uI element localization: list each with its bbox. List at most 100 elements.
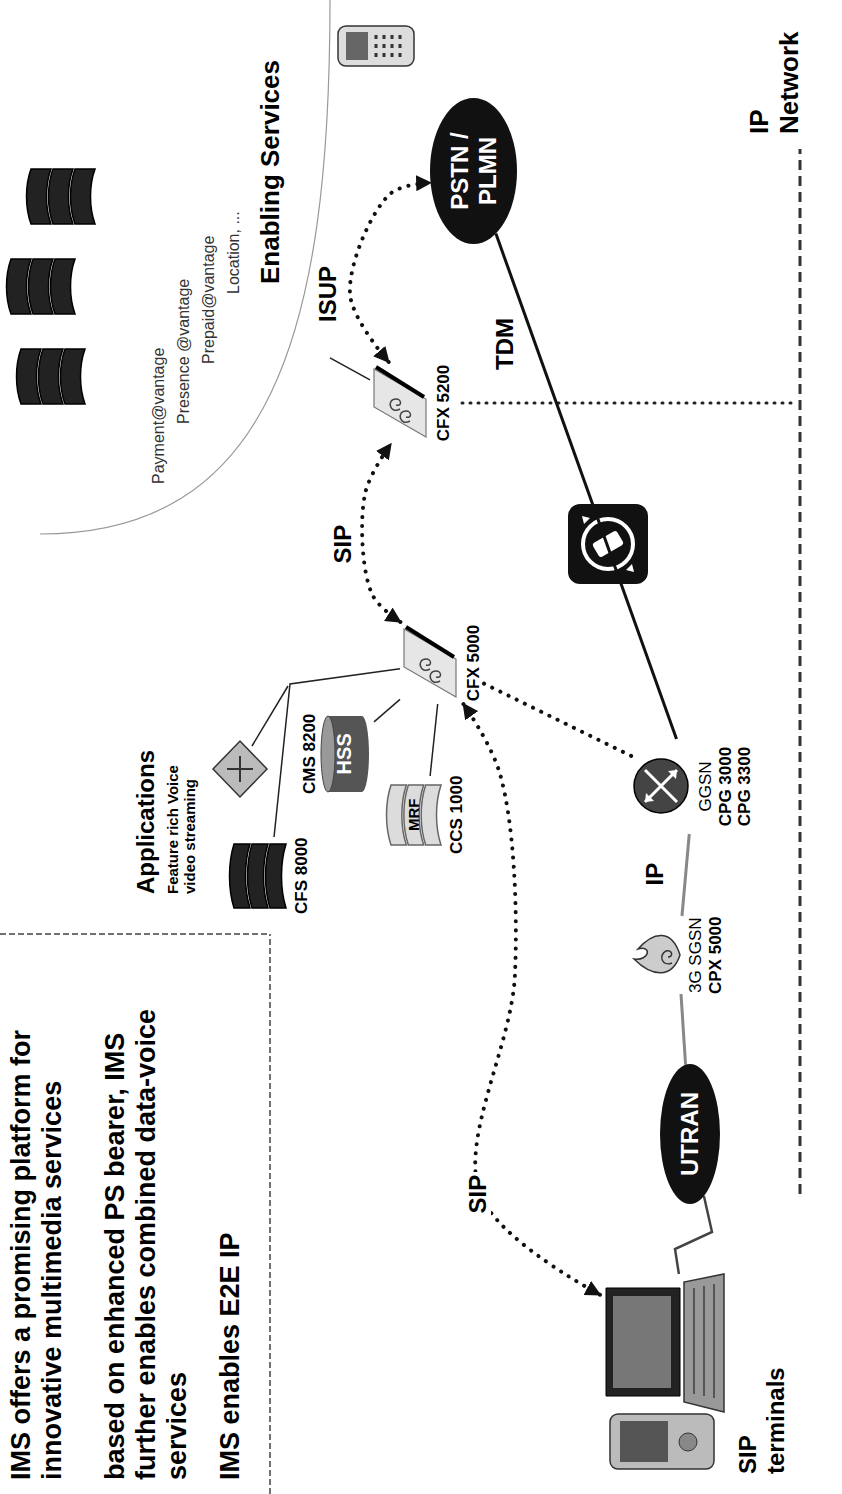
hss-database: CMS 8200 HSS [300,714,374,794]
phone-screen [346,32,368,60]
bearer-link [374,699,400,722]
bearer-link [330,358,370,380]
ip-network-line [799,149,802,1194]
server-slab [17,349,42,404]
node-text: CCS 1000 [447,776,467,854]
drawing-part [679,1433,697,1451]
node-icon [400,622,460,704]
drawing-part [355,716,369,792]
drawing-part [430,98,517,244]
bullet-text: IMS enables E2E IP [215,1232,246,1480]
bearer-link [681,994,686,1065]
node-text: UTRAN [676,1092,704,1176]
drawing-part [684,1274,724,1412]
node-icon [600,1274,730,1474]
node-text: CFX 5000 [464,625,484,702]
separator-line [0,933,270,935]
node-text: PSTN / PLMN [446,126,501,216]
drawing-part [613,1296,671,1388]
edge-label: TDM [492,315,518,373]
cfs-server: CFS 8000 [228,837,312,914]
bearer-link [496,234,677,739]
server-slab [71,169,96,224]
node-icon [632,757,692,817]
bullet-text: IMS offers a promising platform for inno… [6,940,68,1480]
ggsn-node: GGSNCPG 3000 CPG 3300 [632,739,755,834]
server-slab [421,785,441,845]
app-link [252,686,288,746]
drawing-part [634,936,680,973]
drawing-part [420,659,440,682]
server-slab [7,259,32,314]
drawing-part [376,367,424,397]
phone-keys [376,35,400,57]
node-text: CFS 8000 [292,837,312,914]
bullet-text: based on enhanced PS bearer, IMS further… [100,940,193,1480]
node-icon [632,925,682,985]
server-slab [387,785,407,845]
drawing-part [660,1064,720,1204]
drawing-part [662,951,672,964]
server-slab [29,259,54,314]
icon-drawing [228,841,288,911]
pstn-cloud: PSTN / PLMN [430,98,517,244]
drawing-part [610,1414,714,1469]
drawing-part [374,369,426,437]
edge-label: ISUP [315,263,341,325]
drawing-part [40,0,330,534]
node-text: Presence @vantage [175,279,193,424]
edge-label: IP [642,860,668,889]
server-slab [248,844,269,908]
dotted-link [462,402,797,405]
node-text: CPX 5000 [706,917,726,995]
caption-label: Feature rich Voice video streaming [164,724,199,894]
bearer-link [274,669,400,837]
signaling-link [463,704,600,1295]
separator-line [269,934,271,1494]
drawing-part [390,399,410,422]
streaming-diamond [213,741,267,797]
caption-label: Applications [132,750,160,894]
bearer-link [675,1196,712,1274]
server-slab [61,349,86,404]
drawing-part [645,771,677,803]
server-slab [49,169,74,224]
server-slab [39,349,64,404]
drawing-part [404,629,456,697]
cfx-switch: CFX 5000 [400,622,484,704]
bearer-link [682,834,689,916]
ellipse-outline [430,98,517,244]
node-text: HSS [333,733,356,774]
node-icon: HSS [320,714,370,794]
node-icon [228,841,288,911]
phone-body [338,26,414,66]
node-text: 3G SGSN [686,917,706,993]
drawing-part [620,1421,668,1462]
node-text: Enabling Services [256,60,286,284]
enabling-services-region: Payment@vantage Presence @vantage Prepaid@… [0,0,330,534]
drawing-part [634,760,688,814]
icon-drawing [370,362,430,444]
edge-label: SIP [330,522,356,567]
server-slab [230,844,251,908]
drawing-part [694,1284,714,1398]
diamond-shape [213,741,267,797]
node-text: Prepaid@vantage [200,236,218,364]
phone-icon [338,26,414,66]
node-text: MRF [405,799,422,832]
node-text: Payment@vantage [150,348,168,484]
node-icon: MRF [385,783,443,847]
node-text: Location, ... [225,211,243,294]
node-text: CMS 8200 [300,714,320,794]
node-text: CFX 5200 [434,365,454,442]
server-slab [266,844,287,908]
drawing-part [321,716,335,792]
utran-cloud: UTRAN [660,1064,720,1204]
edge-label: SIP [465,1172,491,1217]
icon-drawing [632,757,692,817]
drawing-part [606,1288,680,1396]
server-slab [51,259,76,314]
caption-label: IP Network [745,14,805,134]
connectors [274,183,712,1295]
